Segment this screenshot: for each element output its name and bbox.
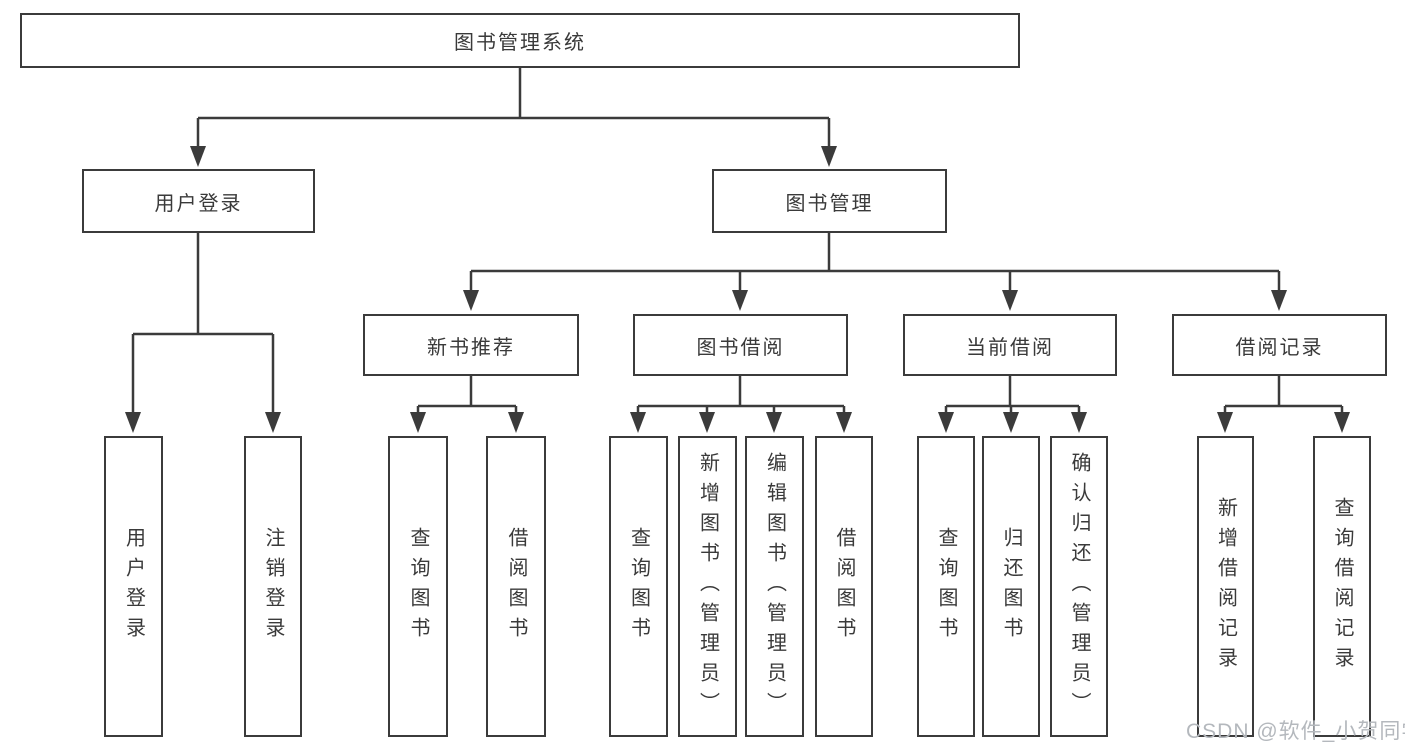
- node-book-borrowing: 图书借阅: [633, 314, 848, 376]
- arrow-head: [463, 290, 479, 311]
- arrow-head: [1334, 412, 1350, 433]
- node-leaf-confirm-return-admin: 确认归还（管理员）: [1050, 436, 1108, 737]
- arrow-head: [508, 412, 524, 433]
- arrow-head: [265, 412, 281, 433]
- arrow-head: [410, 412, 426, 433]
- arrow-head: [732, 290, 748, 311]
- arrow-head: [821, 146, 837, 167]
- node-leaf-user-login: 用户登录: [104, 436, 163, 737]
- arrow-head: [1002, 290, 1018, 311]
- arrow-head: [1003, 412, 1019, 433]
- arrowheads: [125, 146, 1350, 433]
- node-leaf-borrow-books-recommend: 借阅图书: [486, 436, 546, 737]
- node-library-system: 图书管理系统: [20, 13, 1020, 68]
- arrow-head: [699, 412, 715, 433]
- node-leaf-logout: 注销登录: [244, 436, 302, 737]
- node-current-borrowing: 当前借阅: [903, 314, 1117, 376]
- arrow-head: [766, 412, 782, 433]
- node-leaf-borrow-books: 借阅图书: [815, 436, 873, 737]
- node-leaf-edit-book-admin: 编辑图书（管理员）: [745, 436, 804, 737]
- arrow-head: [938, 412, 954, 433]
- node-leaf-query-books-current: 查询图书: [917, 436, 975, 737]
- arrow-head: [1217, 412, 1233, 433]
- arrow-head: [836, 412, 852, 433]
- arrow-head: [125, 412, 141, 433]
- node-book-management: 图书管理: [712, 169, 947, 233]
- node-new-book-recommendation: 新书推荐: [363, 314, 579, 376]
- arrow-head: [1071, 412, 1087, 433]
- node-leaf-query-books-borrowing: 查询图书: [609, 436, 668, 737]
- node-leaf-query-borrow-record: 查询借阅记录: [1313, 436, 1371, 737]
- arrow-head: [630, 412, 646, 433]
- node-leaf-return-books: 归还图书: [982, 436, 1040, 737]
- node-borrowing-records: 借阅记录: [1172, 314, 1387, 376]
- node-leaf-add-book-admin: 新增图书（管理员）: [678, 436, 737, 737]
- arrow-head: [190, 146, 206, 167]
- node-user-login: 用户登录: [82, 169, 315, 233]
- csdn-watermark: CSDN @软件_小贺同学: [1186, 720, 1405, 743]
- node-leaf-add-borrow-record: 新增借阅记录: [1197, 436, 1254, 737]
- node-leaf-query-books-recommend: 查询图书: [388, 436, 448, 737]
- arrow-head: [1271, 290, 1287, 311]
